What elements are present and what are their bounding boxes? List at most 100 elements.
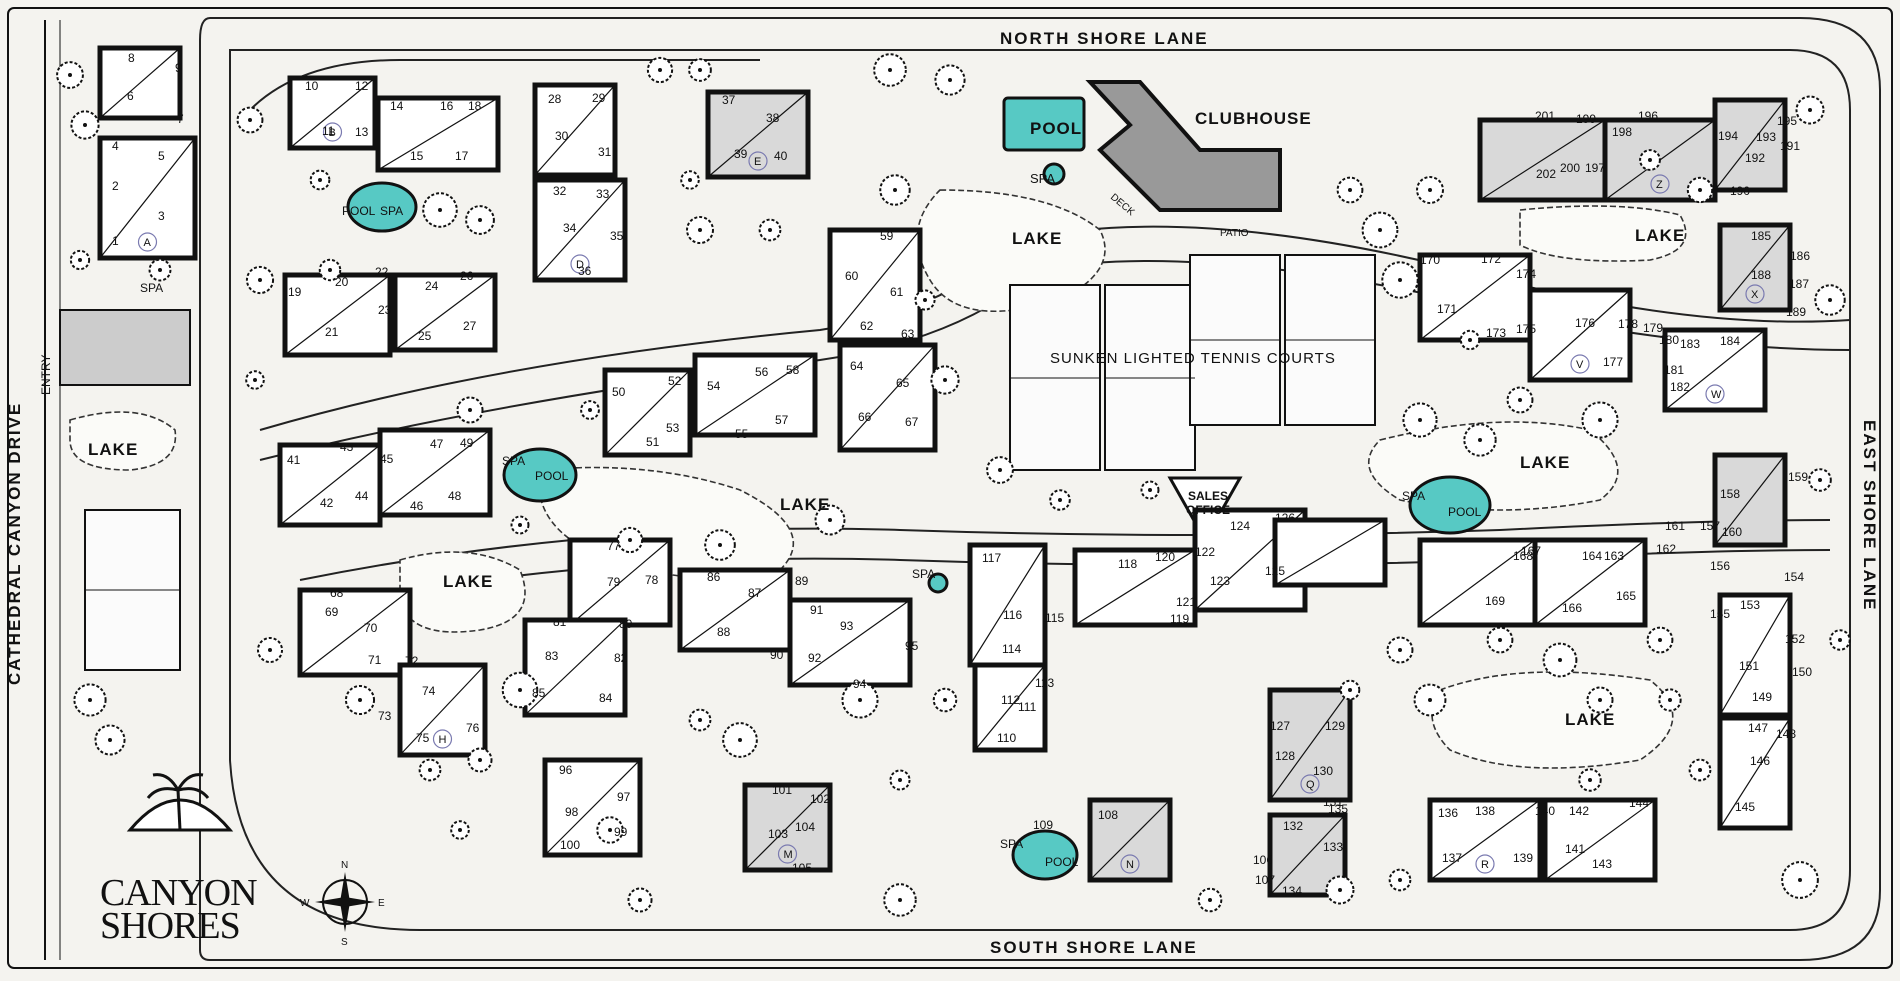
unit-number: 63 — [901, 327, 915, 341]
unit-number: 118 — [1118, 557, 1137, 571]
unit-number: 100 — [560, 838, 580, 852]
tree-trunk — [898, 898, 902, 902]
unit-number: 8 — [128, 51, 135, 65]
unit-number: 143 — [1592, 857, 1612, 871]
compass-e: E — [378, 898, 385, 909]
tree-trunk — [738, 738, 742, 742]
building-letter-circle — [1120, 854, 1140, 874]
unit-number: 48 — [448, 489, 462, 503]
tree-trunk — [88, 698, 92, 702]
tree-trunk — [893, 188, 897, 192]
unit-number: 125 — [1265, 564, 1285, 578]
unit-number: 137 — [1442, 851, 1462, 865]
building-letter: W — [1711, 389, 1722, 401]
unit-number: 113 — [1035, 676, 1054, 690]
building-letter-circle — [1300, 774, 1320, 794]
unit-number: 24 — [425, 279, 439, 293]
pool-clubhouse — [1002, 96, 1086, 152]
roof-line — [1479, 119, 1606, 201]
tree-trunk — [998, 468, 1002, 472]
roof-line — [377, 97, 499, 171]
unit-number: 115 — [1045, 611, 1064, 625]
unit-number: 72 — [405, 654, 419, 668]
unit-number: 104 — [795, 820, 815, 834]
spa-clubhouse — [1042, 162, 1066, 186]
patio-label: PATIO — [1220, 228, 1249, 239]
roof-line — [1429, 799, 1541, 881]
building-letter: X — [1751, 289, 1759, 301]
pool-south — [1011, 829, 1079, 881]
unit-number: 134 — [1282, 884, 1302, 898]
cathedral-canyon-drive-label: CATHEDRAL CANYON DRIVE — [5, 402, 24, 685]
unit-number: 5 — [158, 149, 165, 163]
roof-line — [969, 544, 1046, 666]
roof-line — [829, 229, 921, 341]
unit-number: 144 — [1629, 796, 1649, 810]
tree-trunk — [1698, 188, 1702, 192]
unit-number: 150 — [1792, 665, 1812, 679]
unit-number: 166 — [1562, 601, 1582, 615]
unit-number: 146 — [1750, 754, 1770, 768]
unit-number: 197 — [1585, 161, 1605, 175]
unit-number: 140 — [1535, 804, 1555, 818]
roof-line — [707, 91, 809, 178]
unit-number: 74 — [422, 684, 436, 698]
tree-trunk — [1838, 638, 1842, 642]
tree-trunk — [518, 688, 522, 692]
unit-number: 30 — [555, 129, 569, 143]
tree-trunk — [518, 523, 522, 527]
unit-number: 163 — [1604, 549, 1624, 563]
building-letter: H — [439, 734, 447, 746]
tree-trunk — [1428, 698, 1432, 702]
unit-number: 196 — [1638, 109, 1658, 123]
pool-clubhouse-label: POOL — [1030, 119, 1082, 138]
roof-line — [569, 539, 671, 626]
entry-label: ENTRY — [39, 355, 53, 395]
tree-trunk — [1348, 188, 1352, 192]
roof-line — [394, 274, 496, 351]
tennis-courts — [84, 254, 1376, 671]
unit-number: 18 — [468, 99, 482, 113]
lake-entry — [69, 411, 177, 471]
unit-number: 6 — [127, 89, 134, 103]
spa-south-label: SPA — [1000, 837, 1023, 851]
unit-number: 16 — [440, 99, 454, 113]
unit-number: 165 — [1616, 589, 1636, 603]
tree-trunk — [1668, 698, 1672, 702]
tree-trunk — [658, 68, 662, 72]
tree-trunk — [858, 698, 862, 702]
unit-number: 161 — [1665, 519, 1685, 533]
tree-trunk — [638, 898, 642, 902]
unit-number: 88 — [717, 625, 731, 639]
unit-number: 96 — [559, 763, 573, 777]
unit-number: 178 — [1618, 317, 1638, 331]
tree-trunk — [888, 68, 892, 72]
unit-number: 91 — [810, 603, 824, 617]
building-letter: A — [144, 237, 152, 249]
unit-number: 131 — [1323, 795, 1343, 809]
pool-west — [502, 447, 578, 503]
pool-west-label: POOL — [535, 469, 569, 483]
unit-number: 177 — [1603, 355, 1623, 369]
unit-number: 167 — [1521, 544, 1541, 558]
unit-number: 114 — [1002, 642, 1021, 656]
unit-number: 170 — [1420, 253, 1440, 267]
unit-number: 73 — [378, 709, 392, 723]
building-letter: M — [784, 849, 793, 861]
unit-labels-layer: 1234567891011121314151617181920212223242… — [112, 51, 1812, 898]
logo-palm-trunk — [176, 789, 182, 831]
north-shore-lane-label: NORTH SHORE LANE — [1000, 29, 1209, 48]
building-letter: R — [1481, 859, 1489, 871]
roof-line — [1269, 689, 1351, 801]
unit-number: 58 — [786, 363, 800, 377]
unit-number: 9 — [175, 61, 182, 75]
lake-east-label: LAKE — [1520, 453, 1570, 472]
tree-trunk — [1398, 278, 1402, 282]
tree-trunk — [1468, 338, 1472, 342]
tree-trunk — [1658, 638, 1662, 642]
unit-number: 33 — [596, 187, 610, 201]
unit-number: 101 — [772, 783, 792, 797]
unit-number: 65 — [896, 376, 910, 390]
